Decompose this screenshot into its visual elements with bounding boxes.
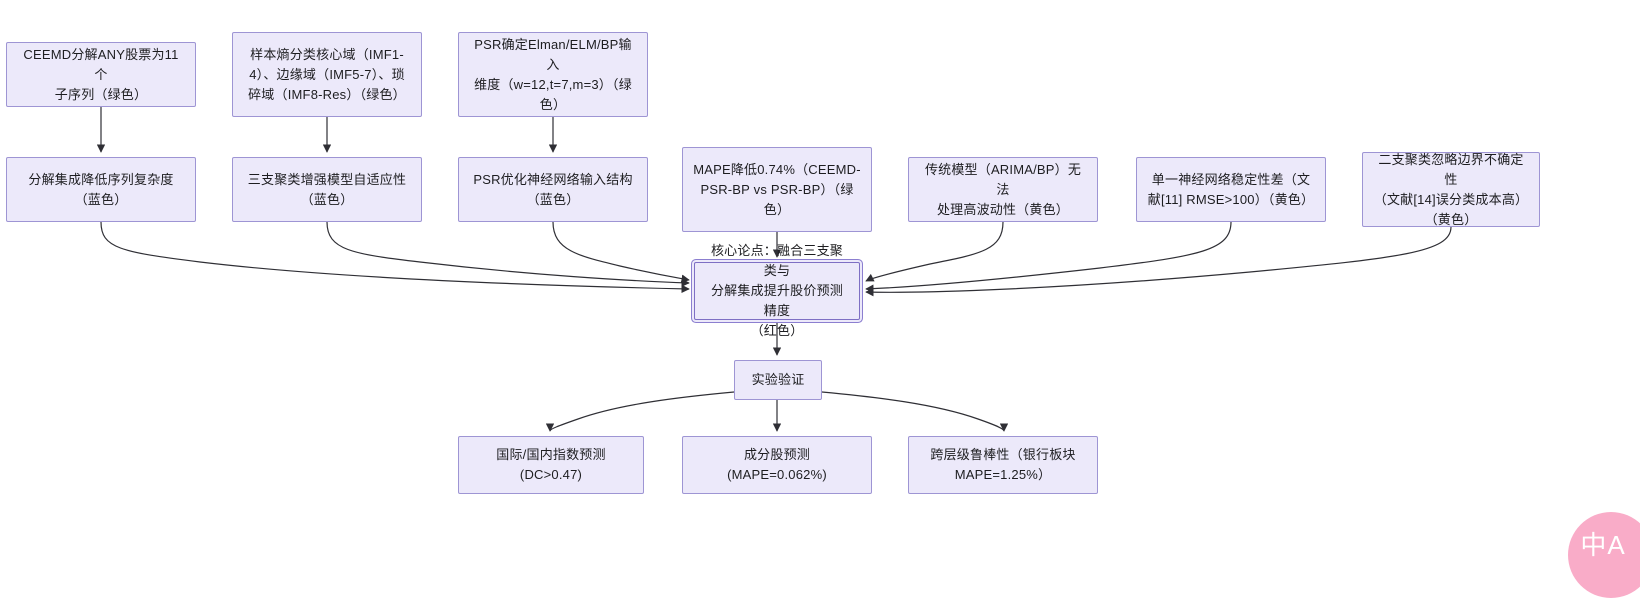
- node-index-forecast-label: 国际/国内指数预测 (DC>0.47): [496, 447, 606, 482]
- node-traditional-model[interactable]: 传统模型（ARIMA/BP）无法 处理高波动性（黄色）: [908, 157, 1098, 222]
- node-psr-dim-label: PSR确定Elman/ELM/BP输入 维度（w=12,t=7,m=3）（绿 色…: [474, 36, 632, 112]
- edge-threeway-to-core: [326, 221, 690, 287]
- node-constituent-forecast[interactable]: 成分股预测 (MAPE=0.062%): [682, 436, 872, 494]
- watermark-badge: 中A: [1568, 512, 1640, 598]
- node-mape-drop[interactable]: MAPE降低0.74%（CEEMD- PSR-BP vs PSR-BP）（绿 色…: [682, 147, 872, 232]
- node-psr-optimize[interactable]: PSR优化神经网络输入结构 （蓝色）: [458, 157, 648, 222]
- node-experiment[interactable]: 实验验证: [734, 360, 822, 400]
- watermark-text: 中A: [1580, 530, 1626, 560]
- diagram-canvas: CEEMD分解ANY股票为11个 子序列（绿色） 样本熵分类核心域（IMF1- …: [6, 32, 1640, 598]
- node-mape-drop-label: MAPE降低0.74%（CEEMD- PSR-BP vs PSR-BP）（绿 色…: [693, 161, 861, 217]
- edge-decomp-to-core: [100, 221, 690, 294]
- edge-experiment-to-robust: [821, 391, 1009, 432]
- node-sample-entropy[interactable]: 样本熵分类核心域（IMF1- 4）、边缘域（IMF5-7）、琐 碎域（IMF8-…: [232, 32, 422, 117]
- edge-traditional-to-core: [865, 221, 1004, 282]
- node-decomp-complexity[interactable]: 分解集成降低序列复杂度 （蓝色）: [6, 157, 196, 222]
- node-traditional-model-label: 传统模型（ARIMA/BP）无法 处理高波动性（黄色）: [924, 161, 1082, 217]
- node-two-way-cluster[interactable]: 二支聚类忽略边界不确定性 （文献[14]误分类成本高） （黄色）: [1362, 152, 1540, 227]
- edge-singlenn-to-core: [865, 221, 1232, 293]
- node-single-nn[interactable]: 单一神经网络稳定性差（文 献[11] RMSE>100）（黄色）: [1136, 157, 1326, 222]
- node-core-claim[interactable]: 核心论点：融合三支聚类与 分解集成提升股价预测精度 （红色）: [694, 243, 860, 338]
- node-single-nn-label: 单一神经网络稳定性差（文 献[11] RMSE>100）（黄色）: [1147, 171, 1315, 207]
- node-constituent-forecast-label: 成分股预测 (MAPE=0.062%): [727, 447, 827, 482]
- node-three-way-adapt[interactable]: 三支聚类增强模型自适应性 （蓝色）: [232, 157, 422, 222]
- node-psr-dim[interactable]: PSR确定Elman/ELM/BP输入 维度（w=12,t=7,m=3）（绿 色…: [458, 32, 648, 117]
- node-core-claim-label: 核心论点：融合三支聚类与 分解集成提升股价预测精度 （红色）: [710, 243, 843, 338]
- node-cross-level-robust-label: 跨层级鲁棒性（银行板块 MAPE=1.25%）: [930, 447, 1076, 482]
- node-cross-level-robust[interactable]: 跨层级鲁棒性（银行板块 MAPE=1.25%）: [908, 436, 1098, 494]
- node-psr-optimize-label: PSR优化神经网络输入结构 （蓝色）: [473, 171, 633, 207]
- node-ceemd[interactable]: CEEMD分解ANY股票为11个 子序列（绿色）: [6, 42, 196, 107]
- node-index-forecast[interactable]: 国际/国内指数预测 (DC>0.47): [458, 436, 644, 494]
- node-ceemd-label: CEEMD分解ANY股票为11个 子序列（绿色）: [23, 46, 179, 102]
- node-sample-entropy-label: 样本熵分类核心域（IMF1- 4）、边缘域（IMF5-7）、琐 碎域（IMF8-…: [248, 46, 406, 102]
- node-two-way-cluster-label: 二支聚类忽略边界不确定性 （文献[14]误分类成本高） （黄色）: [1373, 151, 1529, 227]
- node-decomp-complexity-label: 分解集成降低序列复杂度 （蓝色）: [28, 171, 174, 207]
- node-experiment-label: 实验验证: [751, 372, 805, 387]
- edge-psropt-to-core: [552, 221, 690, 283]
- node-three-way-adapt-label: 三支聚类增强模型自适应性 （蓝色）: [247, 171, 407, 207]
- edge-twoway-to-core: [865, 226, 1452, 297]
- edge-experiment-to-index: [545, 391, 735, 432]
